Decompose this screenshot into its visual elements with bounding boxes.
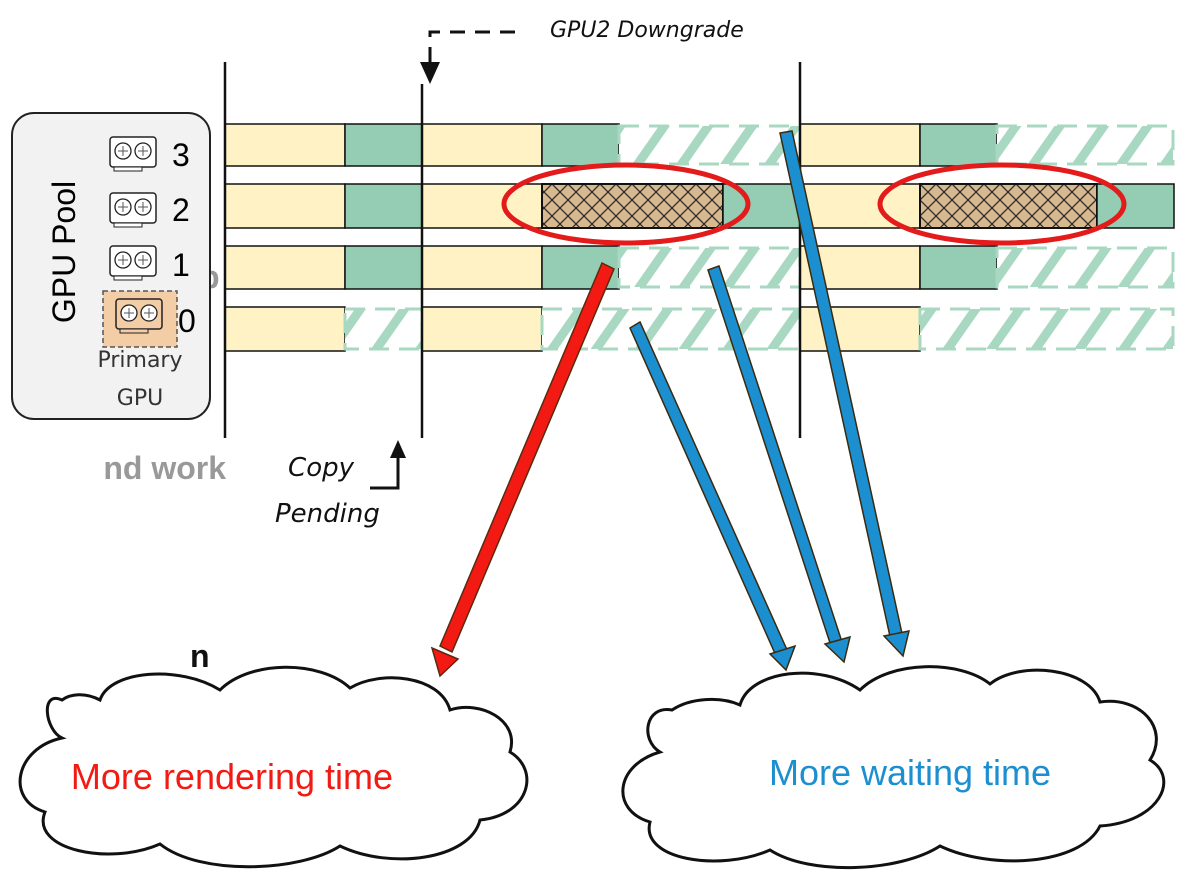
render-block xyxy=(224,123,346,167)
gpu-number-2: 2 xyxy=(172,192,190,228)
copy-block xyxy=(541,123,620,167)
timeline-row-gpu3 xyxy=(224,123,1175,167)
gpu-number-3: 3 xyxy=(172,137,190,173)
rendering-arrow xyxy=(430,261,615,678)
waiting-arrow xyxy=(707,265,852,664)
downgrade-highlight-ellipse xyxy=(877,162,1127,246)
primary-gpu-label-line2: GPU xyxy=(117,386,163,411)
gpu-number-0: 0 xyxy=(178,303,196,339)
gpu-number-1: 1 xyxy=(172,247,190,283)
rendering-cloud xyxy=(18,665,529,869)
render-block xyxy=(799,183,921,229)
timeline-row-gpu2 xyxy=(224,183,1175,229)
idle-block xyxy=(995,124,1175,166)
copy-block xyxy=(344,123,423,167)
waiting-arrow xyxy=(629,320,797,672)
copy-pending-label-line1: Copy xyxy=(288,453,355,483)
gpu-card-icon-3 xyxy=(109,136,157,172)
gpu-card-icon-0 xyxy=(115,298,163,334)
gpu-pool-title: GPU Pool xyxy=(46,181,82,323)
background-fragment-mid: nd work xyxy=(103,450,226,486)
render-block xyxy=(421,123,543,167)
render-block xyxy=(799,306,921,352)
downgrade-arrow xyxy=(420,30,515,84)
downgraded-render-block xyxy=(541,183,724,229)
copy-block xyxy=(344,183,423,229)
render-block xyxy=(224,306,346,352)
idle-block xyxy=(617,124,802,166)
gpu-card-icon-2 xyxy=(109,192,157,228)
render-block xyxy=(421,306,543,352)
copy-block xyxy=(344,245,423,290)
copy-pending-arrow xyxy=(370,440,406,490)
idle-block xyxy=(918,307,1175,351)
copy-block xyxy=(919,245,998,290)
render-block xyxy=(421,245,543,290)
primary-gpu-label-line1: Primary xyxy=(97,348,182,373)
waiting-time-label: More waiting time xyxy=(769,752,1051,793)
waiting-cloud xyxy=(621,665,1166,870)
timeline-row-gpu0 xyxy=(224,306,1175,352)
gpu-pool-panel: GPU Pool xyxy=(11,112,211,420)
render-block xyxy=(421,183,543,229)
render-block xyxy=(224,183,346,229)
gpu-card-icon-1 xyxy=(109,245,157,281)
render-block xyxy=(224,245,346,290)
idle-block xyxy=(995,246,1175,289)
timeline-row-gpu1 xyxy=(224,245,1175,290)
waiting-arrow xyxy=(779,130,911,658)
downgrade-label: GPU2 Downgrade xyxy=(550,18,744,43)
idle-block xyxy=(343,307,424,351)
downgraded-render-block xyxy=(919,183,1098,229)
rendering-time-label: More rendering time xyxy=(71,756,393,797)
copy-pending-label-line2: Pending xyxy=(275,499,380,529)
render-block xyxy=(799,123,921,167)
copy-block xyxy=(919,123,998,167)
background-fragment-low: n xyxy=(190,638,210,674)
downgrade-highlight-ellipse xyxy=(501,162,751,246)
idle-block xyxy=(617,246,802,289)
